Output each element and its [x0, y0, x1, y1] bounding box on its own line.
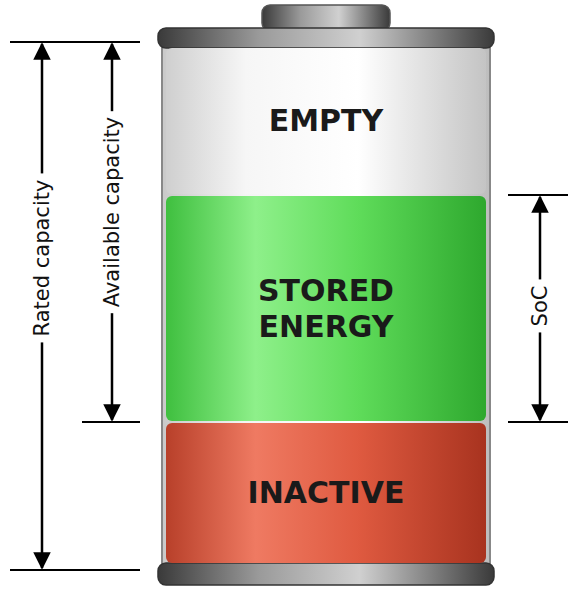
- inactive-band: INACTIVE: [166, 423, 486, 563]
- extension-line: [508, 421, 568, 423]
- band-label: INACTIVE: [248, 475, 405, 510]
- battery-bottom-rim: [158, 563, 494, 585]
- extension-line: [10, 569, 140, 571]
- band-label: EMPTY: [269, 103, 384, 138]
- extension-line: [508, 194, 568, 196]
- empty-band: EMPTY: [166, 48, 486, 194]
- extension-line: [10, 41, 140, 43]
- battery-top-rim: [158, 28, 494, 48]
- dimension-label: SoC: [528, 280, 552, 333]
- battery-body: [162, 38, 490, 574]
- battery-cap: [262, 5, 390, 31]
- band-label: STORED ENERGY: [231, 273, 421, 344]
- dimension-label: Rated capacity: [30, 174, 54, 343]
- dimension-label: Available capacity: [100, 111, 124, 313]
- extension-line: [82, 421, 140, 423]
- stored-energy-band: STORED ENERGY: [166, 196, 486, 421]
